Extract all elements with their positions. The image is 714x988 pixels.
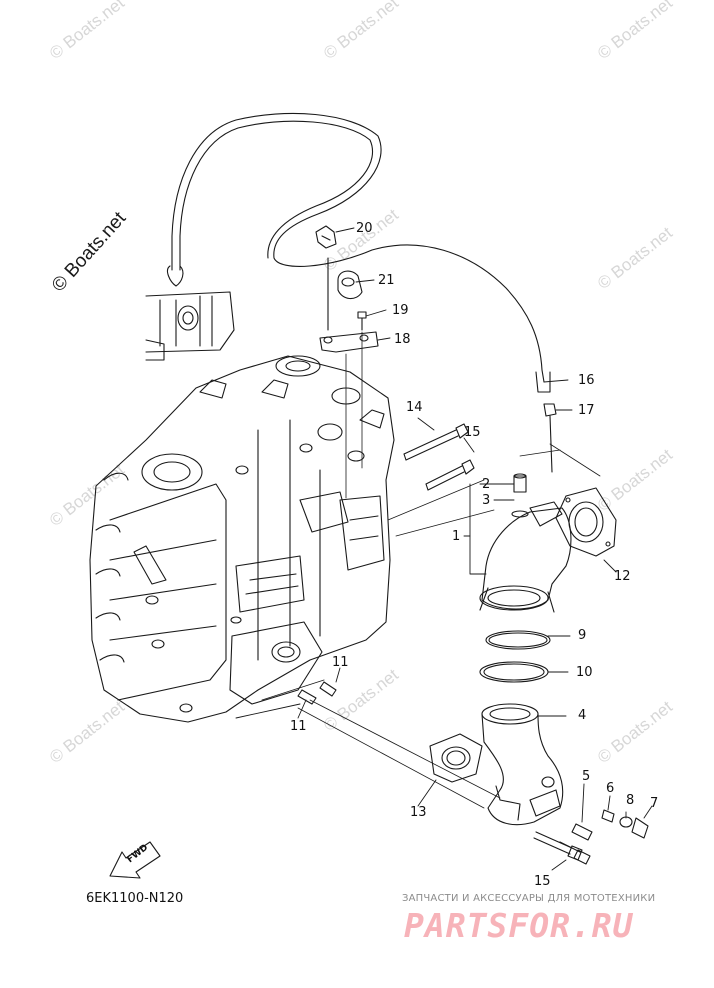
clamp <box>543 403 557 473</box>
exhaust-pipe <box>481 703 564 826</box>
callout-19: 19 <box>392 303 409 318</box>
gasket-lower <box>429 733 483 783</box>
callout-2: 2 <box>482 477 491 492</box>
callout-10: 10 <box>576 665 593 680</box>
callout-8: 8 <box>626 793 635 808</box>
gasket <box>555 487 617 557</box>
exhaust-elbow <box>479 473 572 613</box>
bolt-bottom <box>533 831 583 861</box>
callout-6: 6 <box>606 781 615 796</box>
engine-fragment <box>145 265 235 361</box>
callout-11: 11 <box>290 719 307 734</box>
guide-lines <box>297 331 601 809</box>
dowel-pins <box>297 681 337 705</box>
brand-logo: PARTSFOR.RU <box>404 906 634 945</box>
o-rings <box>479 630 551 683</box>
callout-12: 12 <box>614 569 631 584</box>
bolts-14-15 <box>403 423 475 491</box>
diagram-code: 6EK1100-N120 <box>86 891 184 906</box>
callout-18: 18 <box>394 332 411 347</box>
callout-9: 9 <box>578 628 587 643</box>
callout-17: 17 <box>578 403 595 418</box>
callout-13: 13 <box>410 805 427 820</box>
leader-lines <box>235 227 653 871</box>
fwd-arrow-icon <box>109 841 161 879</box>
brand-tagline: ЗАПЧАСТИ И АКСЕССУАРЫ ДЛЯ МОТОТЕХНИКИ <box>402 893 656 904</box>
callout-4: 4 <box>578 708 587 723</box>
callout-21: 21 <box>378 273 395 288</box>
callout-3: 3 <box>482 493 491 508</box>
callout-20: 20 <box>356 221 373 236</box>
callout-5: 5 <box>582 769 591 784</box>
bracket-assembly <box>315 225 379 353</box>
callout-1: 1 <box>452 529 461 544</box>
callout-14: 14 <box>406 400 423 415</box>
callout-7: 7 <box>650 796 659 811</box>
callout-15: 15 <box>534 874 551 889</box>
small-hardware <box>559 809 649 865</box>
callout-15: 15 <box>464 425 481 440</box>
callout-11: 11 <box>332 655 349 670</box>
hose-loop <box>171 112 551 393</box>
callout-16: 16 <box>578 373 595 388</box>
